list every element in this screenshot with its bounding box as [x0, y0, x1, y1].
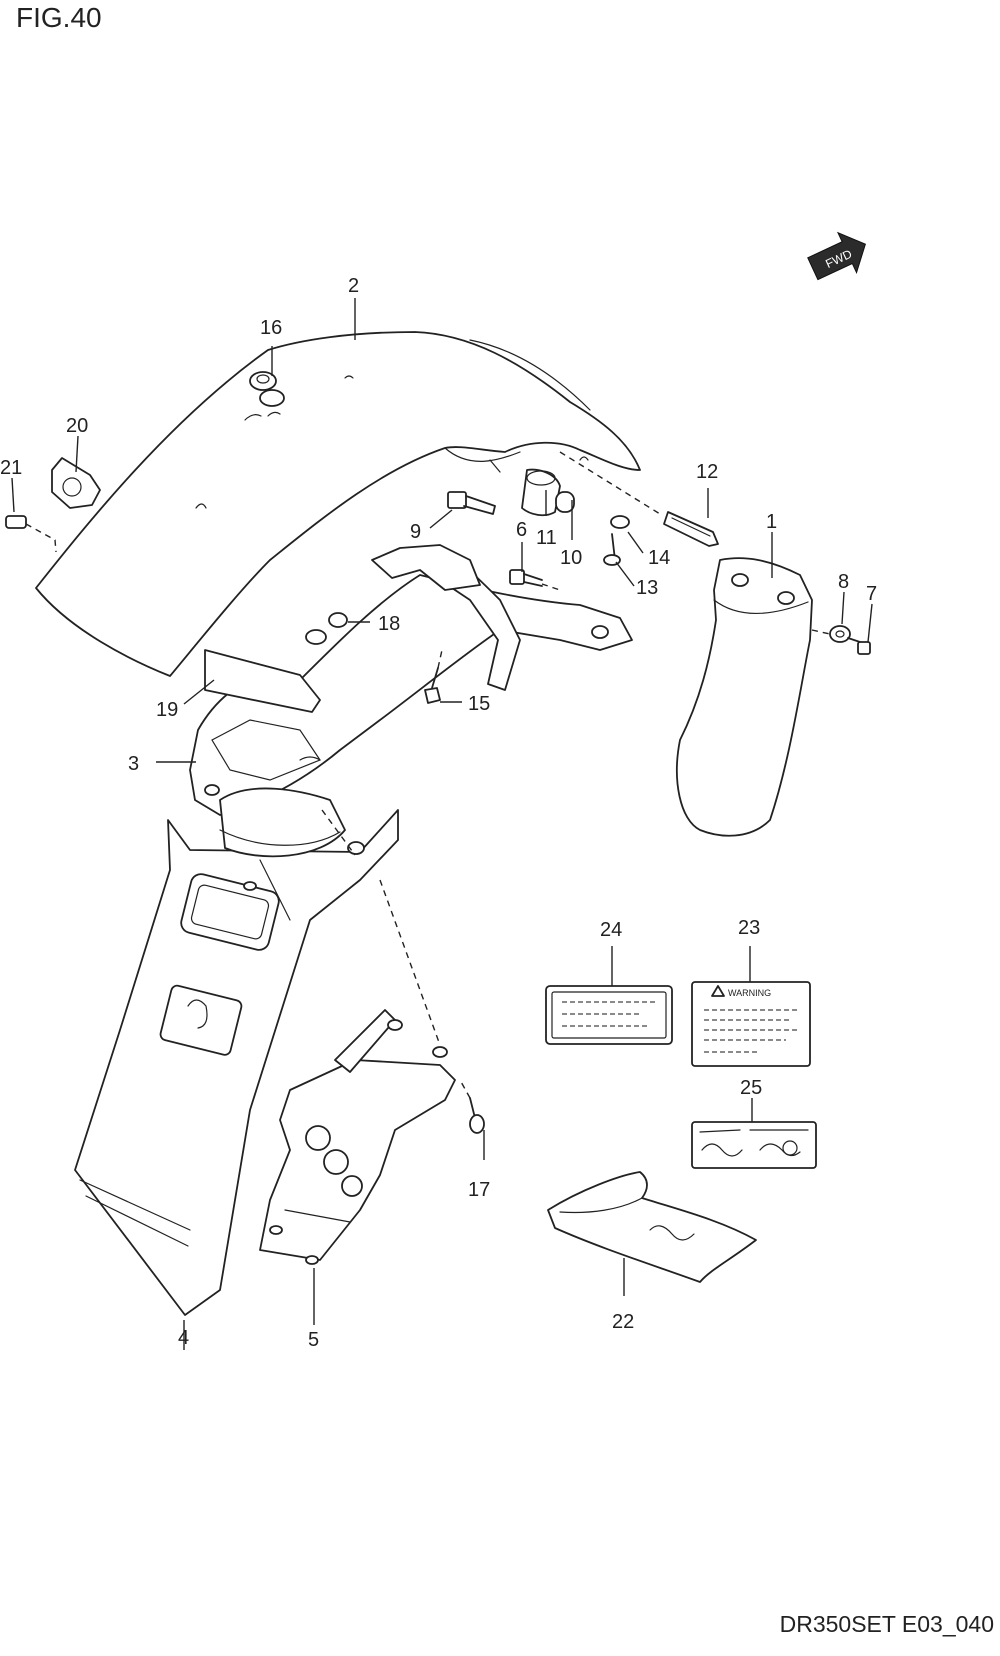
callout-1: 1: [766, 511, 777, 533]
callout-19: 19: [156, 699, 178, 721]
fwd-arrow-badge: FWD: [807, 231, 866, 281]
warning-label-23: WARNING: [691, 981, 811, 1067]
figure-code: DR350SET E03_040: [779, 1611, 994, 1637]
callout-3: 3: [128, 753, 139, 775]
instruction-label-25: [691, 1121, 817, 1169]
caution-label-24: [545, 985, 673, 1045]
bolt-9: [447, 491, 496, 515]
callout-20: 20: [66, 415, 88, 437]
callout-17: 17: [468, 1179, 490, 1201]
callout-labels: 1 2 3 4 5 6 7 8 9 10 11 12 13 14 15 16 1…: [0, 275, 877, 1351]
callout-5: 5: [308, 1329, 319, 1351]
small-bracket: [51, 457, 101, 509]
callout-10: 10: [560, 547, 582, 569]
callout-22: 22: [612, 1311, 634, 1333]
bolt-21: [5, 515, 57, 553]
callout-23: 23: [738, 917, 760, 939]
screw-13: [603, 533, 621, 566]
fender-band: [204, 649, 321, 713]
rear-inner-fender: [74, 787, 399, 1316]
rubber-grommet: [249, 371, 277, 391]
tool-bag: [547, 1171, 757, 1283]
callout-18: 18: [378, 613, 400, 635]
callout-11: 11: [536, 527, 557, 549]
bolt-12: [559, 451, 719, 547]
collar-10: [555, 491, 575, 513]
screw-17: [459, 1079, 485, 1134]
callout-8: 8: [838, 571, 849, 593]
callout-2: 2: [348, 275, 359, 297]
callout-12: 12: [696, 461, 718, 483]
seat-rail-frame: [189, 544, 633, 816]
washer-8: [811, 625, 851, 643]
figure-title: FIG.40: [16, 2, 102, 33]
warning-label-text: WARNING: [728, 988, 771, 998]
rear-fender: [35, 331, 641, 677]
callout-7: 7: [866, 583, 877, 605]
callout-4: 4: [178, 1327, 189, 1349]
bolt-15: [424, 649, 443, 704]
callout-6: 6: [516, 519, 527, 541]
callout-24: 24: [600, 919, 622, 941]
callout-25: 25: [740, 1077, 762, 1099]
cushion-11: [521, 468, 561, 517]
callout-9: 9: [410, 521, 421, 543]
callout-16: 16: [260, 317, 282, 339]
callout-21: 21: [0, 457, 22, 479]
callout-15: 15: [468, 693, 490, 715]
screw-7: [847, 637, 871, 655]
grommet-18: [328, 612, 348, 628]
license-bracket: [259, 1009, 456, 1265]
mud-flap: [676, 557, 813, 837]
callout-13: 13: [636, 577, 658, 599]
callout-14: 14: [648, 547, 670, 569]
bolt-6: [509, 569, 561, 591]
leader-lines: [11, 298, 873, 1350]
grommet-hole: [259, 389, 285, 407]
washer-14: [610, 515, 630, 529]
